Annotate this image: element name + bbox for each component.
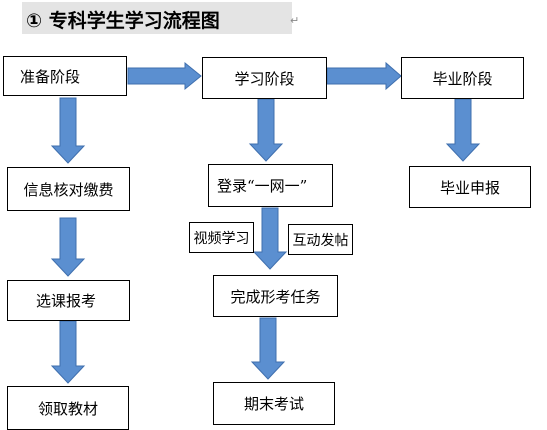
arrow-formative-to-exam [250,317,286,380]
node-grad-apply: 毕业申报 [409,166,531,208]
node-video-study: 视频学习 [189,222,254,253]
title-bar [22,2,292,34]
arrow-study-to-login [248,98,284,162]
node-grad-stage: 毕业阶段 [401,57,524,99]
arrow-prep-to-study [127,61,202,91]
node-login: 登录“一网一” [208,164,333,207]
diagram-title: ① 专科学生学习流程图 [26,10,220,32]
arrow-select-to-books [50,320,86,384]
node-prep-stage: 准备阶段 [3,56,127,96]
node-final-exam: 期末考试 [213,382,335,425]
arrow-grad-to-apply [445,98,481,162]
arrow-verify-to-select [50,217,86,277]
node-forum-post: 互动发帖 [288,224,353,255]
arrow-study-to-grad [326,61,402,91]
node-formative-tasks: 完成形考任务 [213,275,338,317]
node-verify-payment: 信息核对缴费 [7,167,130,211]
node-select-course: 选课报考 [7,280,130,321]
node-study-stage: 学习阶段 [202,57,327,99]
paragraph-mark: ↵ [290,14,300,27]
arrow-login-to-formative [252,207,288,270]
arrow-prep-to-verify [50,97,86,164]
node-get-textbooks: 领取教材 [7,386,129,430]
